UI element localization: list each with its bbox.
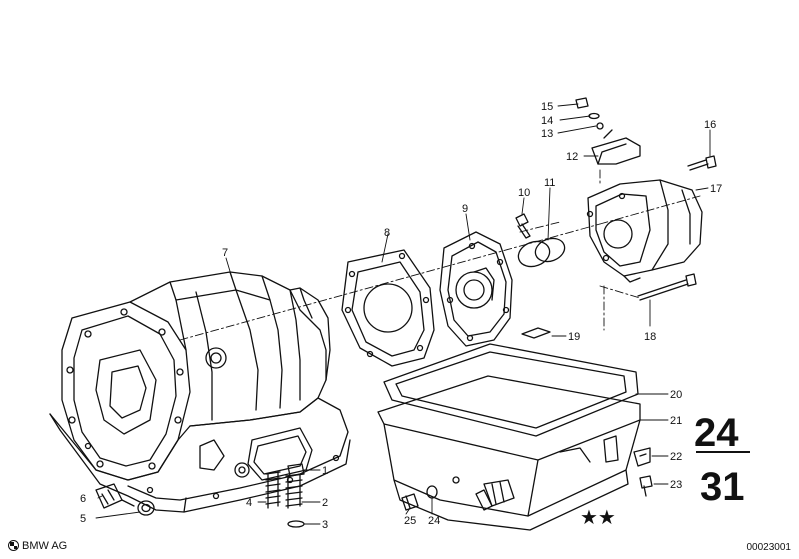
callout-18: 18 [644, 331, 656, 343]
gasket [341, 249, 435, 367]
brand-footer: BMW AG [8, 540, 67, 552]
callout-21: 21 [670, 415, 682, 427]
callout-22: 22 [670, 451, 682, 463]
callout-14: 14 [541, 115, 553, 127]
callout-24: 24 [428, 515, 440, 527]
alignment-axes [179, 169, 701, 341]
callout-4: 4 [246, 497, 252, 509]
clip-22 [633, 447, 651, 467]
callout-15: 15 [541, 101, 553, 113]
pan-gasket [383, 343, 639, 437]
bolt-16 [687, 155, 717, 171]
bolt-10 [515, 213, 531, 239]
stud-bolt-18 [637, 273, 697, 301]
callout-23: 23 [670, 479, 682, 491]
washer-nut-stack [575, 97, 604, 130]
callout-7: 7 [222, 247, 228, 259]
leader-lines [95, 103, 711, 525]
filler-tube-fitting [475, 479, 515, 511]
plate [521, 327, 551, 339]
oil-pump [439, 231, 513, 347]
spring-2 [285, 473, 303, 509]
callout-20: 20 [670, 389, 682, 401]
callout-16: 16 [704, 119, 716, 131]
callout-12: 12 [566, 151, 578, 163]
callout-labels: 7 8 9 10 11 12 13 14 15 16 17 18 19 20 2… [80, 101, 722, 531]
callout-8: 8 [384, 227, 390, 239]
callout-19: 19 [568, 331, 580, 343]
star-symbols: ★★ [580, 505, 616, 529]
callout-13: 13 [541, 128, 553, 140]
callout-17: 17 [710, 183, 722, 195]
callout-9: 9 [462, 203, 468, 215]
callout-11: 11 [544, 177, 555, 189]
extension-housing [586, 179, 703, 283]
callout-10: 10 [518, 187, 530, 199]
group-number-block: 24 31 [694, 411, 750, 509]
callout-6: 6 [80, 493, 86, 505]
spring-4 [265, 471, 281, 509]
sealing-ring-5 [137, 500, 155, 516]
callout-5: 5 [80, 513, 86, 525]
callout-3: 3 [322, 519, 328, 531]
callout-1: 1 [322, 465, 328, 477]
mount-bracket [591, 129, 641, 165]
screw-23 [639, 475, 653, 497]
brand-name: BMW AG [22, 540, 68, 552]
group-number-bottom: 31 [700, 465, 745, 509]
transmission-housing [49, 271, 351, 513]
valve-1 [287, 463, 305, 477]
group-number-top: 24 [694, 411, 739, 455]
callout-2: 2 [322, 497, 328, 509]
callout-25: 25 [404, 515, 416, 527]
copyright-logo-icon [8, 540, 19, 551]
plug-6 [95, 483, 135, 509]
circlip-3 [287, 520, 305, 528]
diagram-reference-number: 00023001 [746, 542, 792, 553]
seal-rings [517, 237, 566, 268]
